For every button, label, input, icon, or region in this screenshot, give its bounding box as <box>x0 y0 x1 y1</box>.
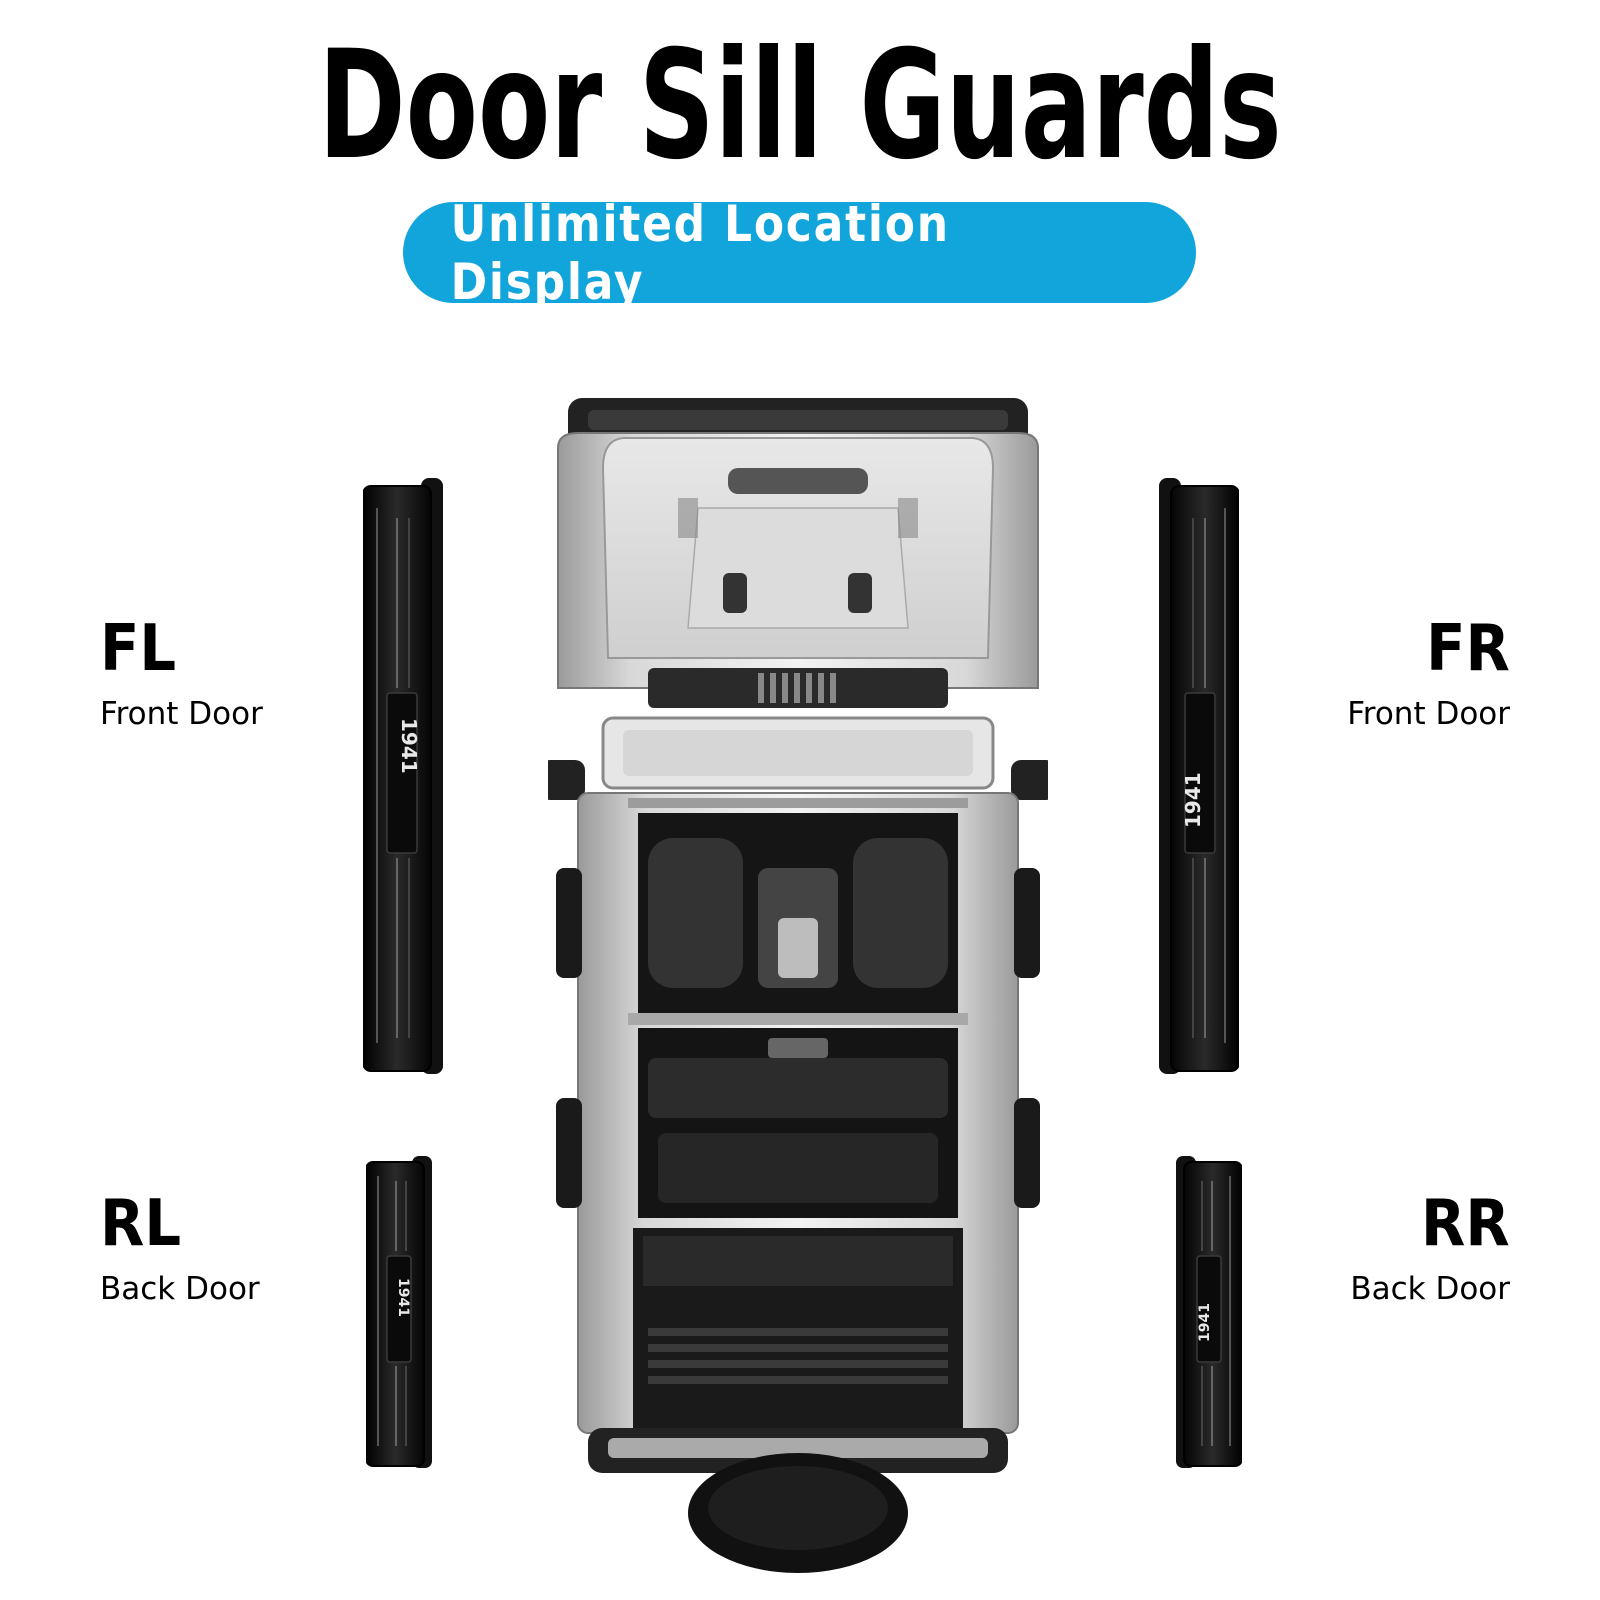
label-desc: Front Door <box>1347 696 1510 732</box>
label-front-right: FR Front Door <box>1347 617 1510 730</box>
label-front-left: FL Front Door <box>100 617 263 730</box>
page-title: Door Sill Guards <box>318 19 1282 193</box>
sill-logo-text: 1941 <box>397 718 421 774</box>
sill-logo-text: 1941 <box>395 1278 411 1317</box>
location-badge: Unlimited Location Display <box>403 195 1196 311</box>
sill-logo-text: 1941 <box>1197 1303 1213 1342</box>
door-sill-guard-icon: 1941 <box>366 1156 432 1468</box>
label-desc: Front Door <box>100 696 263 732</box>
location-badge-text: Unlimited Location Display <box>450 194 950 311</box>
door-sill-guard-icon: 1941 <box>363 478 443 1074</box>
door-sill-guard-icon: 1941 <box>1176 1156 1242 1468</box>
sill-logo-text: 1941 <box>1181 772 1205 828</box>
label-code: RL <box>100 1187 182 1261</box>
label-code: FR <box>1426 612 1510 686</box>
vehicle-top-view-icon <box>548 398 1048 1573</box>
label-desc: Back Door <box>1350 1271 1510 1307</box>
label-code: RR <box>1421 1187 1510 1261</box>
door-sill-guard-icon: 1941 <box>1159 478 1239 1074</box>
label-rear-left: RL Back Door <box>100 1192 260 1305</box>
label-rear-right: RR Back Door <box>1350 1192 1510 1305</box>
label-code: FL <box>100 612 177 686</box>
label-desc: Back Door <box>100 1271 260 1307</box>
